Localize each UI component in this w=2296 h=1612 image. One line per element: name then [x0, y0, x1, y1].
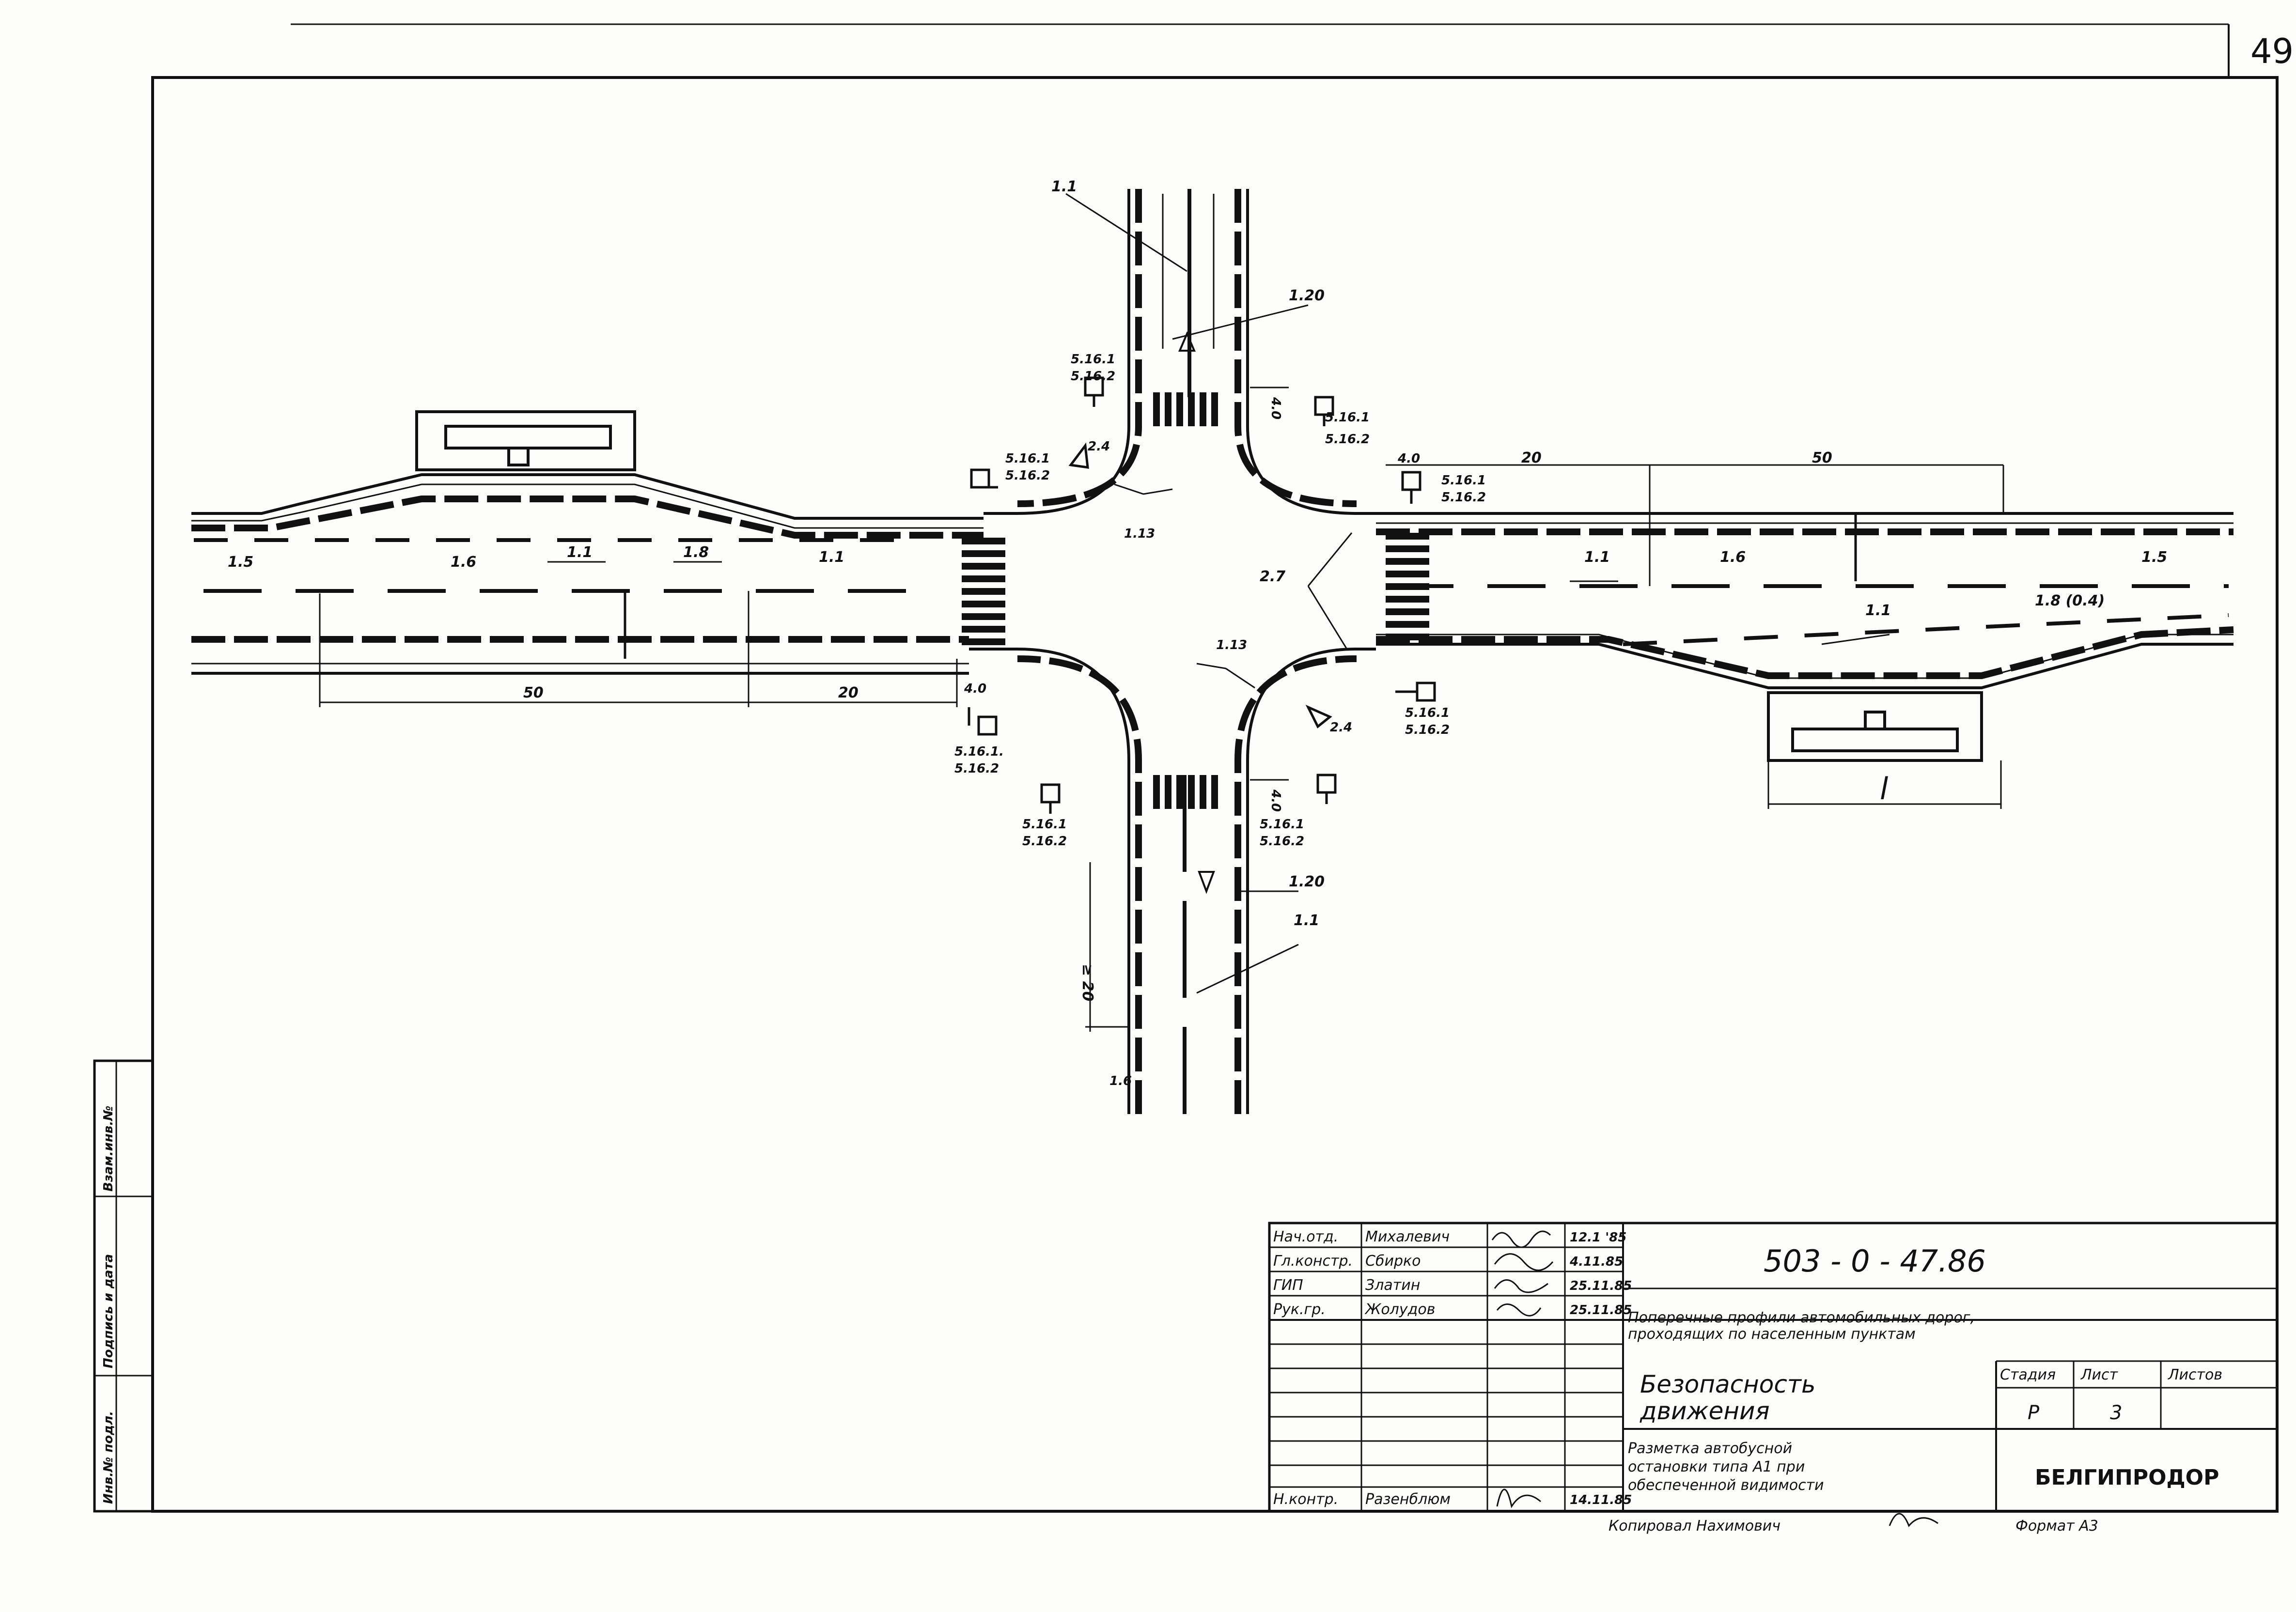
dimensions	[319, 193, 2004, 1032]
label-marking-1-13-bottom: 1.13	[1216, 638, 1247, 652]
label-marking-1-20-top: 1.20	[1289, 287, 1325, 304]
svg-text:Жолудов: Жолудов	[1364, 1301, 1435, 1318]
label-marking-1-1-top: 1.1	[1051, 178, 1077, 195]
label-marking-1-6-bottom: 1.6	[1109, 1074, 1132, 1088]
side-stamp: Инв.№ подл. Подпись и дата Взам.инв.№	[93, 1059, 154, 1513]
bus-stop-right	[1767, 691, 1983, 762]
svg-text:5.16.2: 5.16.2	[1260, 834, 1304, 849]
dim-20-left: 20	[838, 684, 859, 701]
dim-4-top: 4.0	[1268, 397, 1283, 419]
sheet-value: 3	[2110, 1402, 2122, 1424]
drawing-frame	[151, 76, 2279, 1513]
stamp-podpis: Подпись и дата	[101, 1254, 116, 1368]
label-marking-1-8-width: 1.8 (0.4)	[2035, 592, 2105, 609]
svg-text:ГИП: ГИП	[1273, 1277, 1303, 1294]
dim-ge-20: ≥ 20	[1079, 964, 1096, 1001]
dim-l: l	[1880, 771, 1888, 806]
svg-text:14.11.85: 14.11.85	[1570, 1493, 1632, 1507]
svg-text:Михалевич: Михалевич	[1365, 1228, 1450, 1245]
label-marking-1-8-left: 1.8	[683, 544, 709, 561]
svg-text:5.16.1.: 5.16.1.	[954, 744, 1004, 759]
svg-text:25.11.85: 25.11.85	[1570, 1279, 1632, 1293]
stamp-inv-podl: Инв.№ подл.	[101, 1411, 116, 1504]
svg-text:Разенблюм: Разенблюм	[1365, 1491, 1451, 1508]
svg-text:5.16.1: 5.16.1	[1022, 817, 1067, 832]
main-road	[191, 473, 2234, 689]
dim-4-left: 4.0	[964, 682, 986, 696]
svg-text:12.1 '85: 12.1 '85	[1570, 1230, 1626, 1245]
sign-labels: 5.16.1 5.16.2 5.16.1 5.16.2 5.16.1 5.16.…	[954, 352, 1486, 849]
copied-by: Копировал Нахимович	[1609, 1518, 1781, 1534]
svg-text:5.16.2: 5.16.2	[1405, 723, 1450, 737]
label-marking-1-1-right: 1.1	[1584, 549, 1610, 566]
svg-text:5.16.2: 5.16.2	[954, 761, 999, 776]
dim-4-right: 4.0	[1397, 451, 1420, 466]
label-marking-1-13-top: 1.13	[1124, 527, 1155, 541]
svg-text:5.16.1: 5.16.1	[1441, 473, 1486, 488]
doc-code: 503 - 0 - 47.86	[1764, 1243, 1986, 1279]
label-sign-2-4-top: 2.4	[1088, 439, 1110, 454]
svg-text:5.16.2: 5.16.2	[1005, 468, 1050, 483]
dimension-labels: 50 20 4.0 4.0 20 50 l ≥ 20 4.0 4.0 1.6	[523, 397, 1888, 1088]
stage-value: Р	[2028, 1402, 2040, 1424]
project-title: Поперечные профили автомобильных дорог,п…	[1628, 1309, 1975, 1343]
svg-text:Стадия: Стадия	[2000, 1366, 2056, 1383]
title-block	[1268, 1222, 2279, 1513]
svg-text:5.16.1: 5.16.1	[1405, 706, 1450, 720]
label-marking-1-5-left: 1.5	[228, 554, 253, 571]
label-marking-1-1-left-a: 1.1	[567, 544, 593, 561]
svg-text:5.16.1: 5.16.1	[1260, 817, 1304, 832]
title-block-text: Нач.отд. Михалевич 12.1 '85 Гл.констр. С…	[1273, 1228, 2222, 1534]
svg-text:Лист: Лист	[2080, 1366, 2119, 1383]
svg-text:25.11.85: 25.11.85	[1570, 1303, 1632, 1318]
dim-4-bottom: 4.0	[1268, 789, 1283, 812]
svg-text:Златин: Златин	[1365, 1277, 1420, 1294]
label-marking-1-1-left-b: 1.1	[819, 549, 844, 566]
label-marking-1-5-right: 1.5	[2141, 549, 2167, 566]
sheet-number: 49	[2250, 31, 2294, 71]
svg-text:Листов: Листов	[2168, 1366, 2222, 1383]
svg-text:5.16.2: 5.16.2	[1325, 432, 1370, 447]
label-sign-2-4-bottom: 2.4	[1330, 720, 1352, 735]
label-marking-2-7: 2.7	[1260, 568, 1285, 585]
svg-text:4.11.85: 4.11.85	[1569, 1255, 1623, 1269]
dim-20-right: 20	[1521, 450, 1542, 466]
svg-text:Нач.отд.: Нач.отд.	[1273, 1228, 1338, 1245]
svg-text:5.16.1: 5.16.1	[1005, 451, 1050, 466]
label-marking-1-20-bottom: 1.20	[1289, 873, 1325, 890]
sign-symbols	[968, 376, 1436, 814]
svg-text:5.16.1: 5.16.1	[1325, 410, 1370, 425]
svg-text:Сбирко: Сбирко	[1365, 1253, 1421, 1270]
label-marking-1-6-left: 1.6	[451, 554, 476, 571]
stamp-vzam: Взам.инв.№	[101, 1106, 116, 1192]
crosswalks	[962, 392, 1429, 809]
label-marking-1-6-right: 1.6	[1720, 549, 1746, 566]
cross-road	[969, 189, 1376, 1114]
bus-stop-left	[415, 410, 636, 471]
format: Формат А3	[2015, 1518, 2098, 1534]
label-marking-1-1-bottom: 1.1	[1294, 912, 1319, 929]
svg-text:5.16.1: 5.16.1	[1071, 352, 1115, 367]
svg-text:5.16.2: 5.16.2	[1071, 369, 1115, 384]
svg-text:5.16.2: 5.16.2	[1022, 834, 1067, 849]
svg-text:Н.контр.: Н.контр.	[1273, 1491, 1338, 1508]
svg-text:Гл.констр.: Гл.констр.	[1273, 1253, 1353, 1270]
label-marking-1-1-right-b: 1.1	[1865, 602, 1891, 619]
marking-labels: 1.1 1.20 1.20 1.1 1.13 1.13 1.5 1.6 1.1 …	[228, 178, 2167, 929]
svg-text:Рук.гр.: Рук.гр.	[1273, 1301, 1326, 1318]
dim-50-left: 50	[523, 684, 544, 701]
svg-text:5.16.2: 5.16.2	[1441, 490, 1486, 505]
organization: БЕЛГИПРОДОР	[2035, 1465, 2219, 1490]
dim-50-right: 50	[1812, 450, 1832, 466]
